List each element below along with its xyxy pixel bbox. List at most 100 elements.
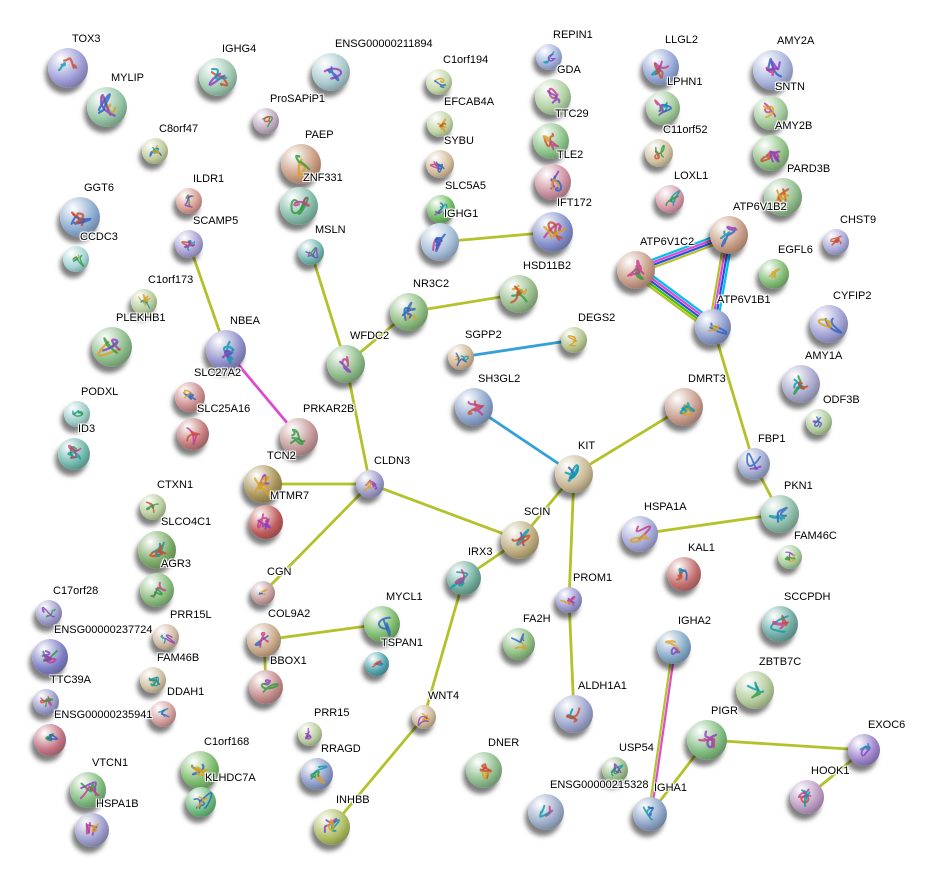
node-FAM46B[interactable] <box>140 667 166 693</box>
node-ATP6V1B2[interactable] <box>710 216 748 254</box>
node-DEGS2[interactable] <box>561 327 587 353</box>
node-EXOC6[interactable] <box>848 734 880 766</box>
edge-COL9A2-MYCL1[interactable] <box>263 622 383 642</box>
node-CGN[interactable] <box>251 581 275 605</box>
node-IFT172[interactable] <box>533 212 573 252</box>
node-KAL1[interactable] <box>667 557 701 591</box>
node-IGHG4[interactable] <box>199 58 237 96</box>
node-ENSG00000211894[interactable] <box>312 53 350 91</box>
node-HOOK1[interactable] <box>790 780 824 814</box>
node-IGHA2[interactable] <box>657 630 691 664</box>
node-NR3C2[interactable] <box>390 293 428 331</box>
node-EFCAB4A[interactable] <box>427 111 453 137</box>
node-SGPP2[interactable] <box>448 344 474 370</box>
node-INHBB[interactable] <box>314 809 350 845</box>
node-FAM46C[interactable] <box>778 545 802 569</box>
node-MTMR7[interactable] <box>249 505 283 539</box>
node-ID3[interactable] <box>58 438 90 470</box>
node-PLEKHB1[interactable] <box>92 327 132 367</box>
node-IGHA1[interactable] <box>633 797 667 831</box>
node-ILDR1[interactable] <box>176 188 202 214</box>
node-CTXN1[interactable] <box>140 494 166 520</box>
node-TSPAN1[interactable] <box>365 652 389 676</box>
node-LOXL1[interactable] <box>656 185 684 213</box>
node-MYCL1[interactable] <box>364 606 400 642</box>
edge-ATP6V1B1-FBP1[interactable] <box>711 326 756 465</box>
node-MYLIP[interactable] <box>87 87 127 127</box>
node-PRR15L[interactable] <box>153 624 179 650</box>
edge-KIT-PROM1[interactable] <box>567 473 576 601</box>
node-SNTN[interactable] <box>754 96 788 130</box>
node-USP54[interactable] <box>602 757 628 783</box>
node-LLGL2[interactable] <box>643 49 679 85</box>
node-IGHG1[interactable] <box>421 223 459 261</box>
node-TTC39A[interactable] <box>33 689 59 715</box>
node-DNER[interactable] <box>466 752 502 788</box>
node-HSPA1A[interactable] <box>622 516 658 552</box>
node-AMY2A[interactable] <box>753 50 793 90</box>
node-FBP1[interactable] <box>738 448 770 480</box>
node-NBEA[interactable] <box>206 330 246 370</box>
node-DMRT3[interactable] <box>665 388 703 426</box>
edge-WFDC2-CLDN3[interactable] <box>344 363 372 485</box>
node-AMY1A[interactable] <box>782 365 820 403</box>
node-KLHDC7A[interactable] <box>186 787 216 817</box>
node-SLC5A5[interactable] <box>427 195 455 223</box>
node-SCCPDH[interactable] <box>762 606 798 642</box>
edge-KIT-DMRT3[interactable] <box>573 405 685 476</box>
node-BBOX1[interactable] <box>249 670 283 704</box>
node-TOX3[interactable] <box>48 48 88 88</box>
node-ODF3B[interactable] <box>806 409 832 435</box>
node-ATP6V1B1[interactable] <box>695 309 731 345</box>
node-ZBTB7C[interactable] <box>736 671 774 709</box>
node-SLCO4C1[interactable] <box>138 531 176 569</box>
node-C17orf28[interactable] <box>36 600 62 626</box>
node-ENSG00000237724[interactable] <box>32 639 68 675</box>
edge-SGPP2-DEGS2[interactable] <box>460 338 575 359</box>
node-ENSG00000215328[interactable] <box>528 794 564 830</box>
node-VTCN1[interactable] <box>70 772 106 808</box>
node-AMY2B[interactable] <box>753 135 789 171</box>
node-PRR15[interactable] <box>298 722 322 746</box>
edge-PIGR-EXOC6[interactable] <box>706 738 865 752</box>
node-RRAGD[interactable] <box>301 758 333 790</box>
node-SLC25A16[interactable] <box>177 418 209 450</box>
node-SYBU[interactable] <box>426 150 454 178</box>
node-PAEP[interactable] <box>281 144 321 184</box>
edge-WNT4-IRX3[interactable] <box>422 577 466 718</box>
node-CHST9[interactable] <box>823 229 849 255</box>
edge-WNT4-INHBB[interactable] <box>330 716 426 828</box>
node-CLDN3[interactable] <box>356 470 384 498</box>
node-TLE2[interactable] <box>535 164 571 200</box>
node-SLC27A2[interactable] <box>175 382 205 412</box>
node-CCDC3[interactable] <box>63 246 89 272</box>
node-PIGR[interactable] <box>687 720 727 760</box>
node-SCAMP5[interactable] <box>175 230 203 258</box>
node-HSPA1B[interactable] <box>75 813 109 847</box>
node-COL9A2[interactable] <box>247 623 281 657</box>
edge-IGHA2-IGHA1[interactable] <box>650 647 677 815</box>
node-PROM1[interactable] <box>556 587 582 613</box>
node-LPHN1[interactable] <box>646 91 680 125</box>
node-WFDC2[interactable] <box>327 345 365 383</box>
node-TCN2[interactable] <box>244 465 282 503</box>
edge-CLDN3-CGN[interactable] <box>262 483 371 594</box>
node-ENSG00000235941[interactable] <box>34 724 66 756</box>
edge-CLDN3-SCIN[interactable] <box>369 482 521 542</box>
node-C1orf168[interactable] <box>181 751 219 789</box>
node-PRKAR2B[interactable] <box>280 418 318 456</box>
node-MSLN[interactable] <box>298 239 324 265</box>
node-HSD11B2[interactable] <box>500 275 538 313</box>
node-REPIN1[interactable] <box>536 44 562 70</box>
edge-IGHA2-IGHA1[interactable] <box>647 646 674 814</box>
node-PKN1[interactable] <box>761 495 799 533</box>
node-PODXL[interactable] <box>64 401 90 427</box>
node-GGT6[interactable] <box>60 197 100 237</box>
node-TTC29[interactable] <box>533 123 569 159</box>
node-CYFIP2[interactable] <box>810 305 848 343</box>
node-C1orf194[interactable] <box>426 69 452 95</box>
node-IRX3[interactable] <box>447 561 481 595</box>
node-FA2H[interactable] <box>503 628 535 660</box>
node-PARD3B[interactable] <box>764 178 802 216</box>
node-SH3GL2[interactable] <box>455 388 493 426</box>
